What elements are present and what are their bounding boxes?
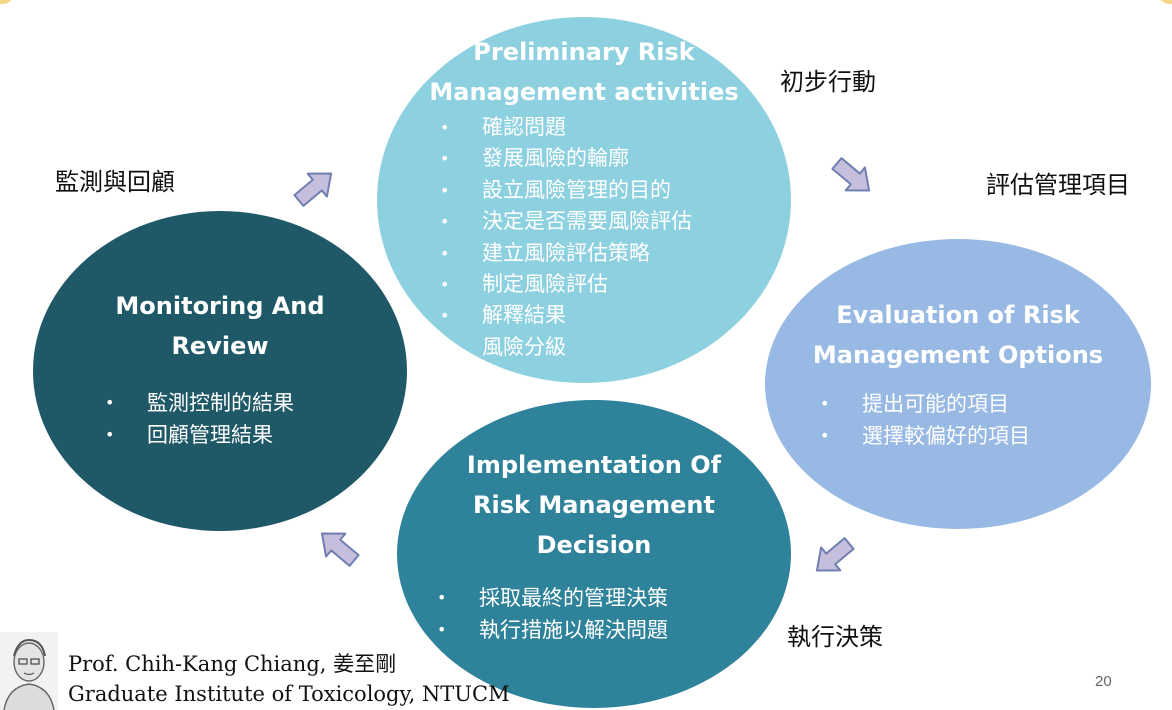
list-item: 確認問題 <box>440 112 692 144</box>
presenter-portrait-icon <box>0 632 58 710</box>
list-item: 採取最終的管理決策 <box>437 582 668 614</box>
monitoring-list: 監測控制的結果 回顧管理結果 <box>105 387 294 451</box>
evaluation-list: 提出可能的項目 選擇較偏好的項目 <box>820 388 1030 452</box>
presenter-institute: Graduate Institute of Toxicology, NTUCM <box>68 682 510 706</box>
list-item: 回顧管理結果 <box>105 419 294 451</box>
list-item: 監測控制的結果 <box>105 387 294 419</box>
label-execute-decision: 執行決策 <box>787 623 883 651</box>
list-item: 解釋結果 <box>440 300 692 332</box>
corner-decoration-left <box>0 0 12 4</box>
list-item: 風險分級 <box>482 334 566 359</box>
cycle-arrow-icon <box>293 172 333 207</box>
page-number: 20 <box>1095 673 1112 690</box>
presenter-name: Prof. Chih-Kang Chiang, 姜至剛 <box>68 652 397 676</box>
list-item: 設立風險管理的目的 <box>440 175 692 207</box>
monitoring-review-ellipse: Monitoring And Review 監測控制的結果 回顧管理結果 <box>33 211 407 531</box>
preliminary-title: Preliminary Risk Management activities <box>429 38 739 106</box>
cycle-arrow-icon <box>320 532 360 567</box>
list-item: 提出可能的項目 <box>820 388 1030 420</box>
cycle-arrow-icon <box>815 537 855 572</box>
evaluation-ellipse: Evaluation of Risk Management Options 提出… <box>765 239 1151 529</box>
list-item: 執行措施以解決問題 <box>437 614 668 646</box>
preliminary-risk-ellipse: Preliminary Risk Management activities 確… <box>377 17 791 383</box>
label-initial-action: 初步行動 <box>780 68 876 96</box>
label-evaluate-options: 評估管理項目 <box>986 171 1130 199</box>
cycle-arrow-icon <box>831 157 871 192</box>
list-item: 選擇較偏好的項目 <box>820 420 1030 452</box>
monitoring-title: Monitoring And Review <box>115 292 325 360</box>
list-item: 制定風險評估 <box>440 269 692 301</box>
list-item: 決定是否需要風險評估 <box>440 206 692 238</box>
implementation-title: Implementation Of Risk Management Decisi… <box>466 451 722 559</box>
list-item: 發展風險的輪廓 <box>440 143 692 175</box>
preliminary-list: 確認問題 發展風險的輪廓 設立風險管理的目的 決定是否需要風險評估 建立風險評估… <box>440 112 692 363</box>
evaluation-title: Evaluation of Risk Management Options <box>812 301 1104 369</box>
corner-decoration-right <box>1160 0 1172 4</box>
implementation-list: 採取最終的管理決策 執行措施以解決問題 <box>437 582 668 646</box>
list-item: 建立風險評估策略 <box>440 238 692 270</box>
implementation-ellipse: Implementation Of Risk Management Decisi… <box>397 400 791 708</box>
label-monitor-review: 監測與回顧 <box>55 168 175 196</box>
